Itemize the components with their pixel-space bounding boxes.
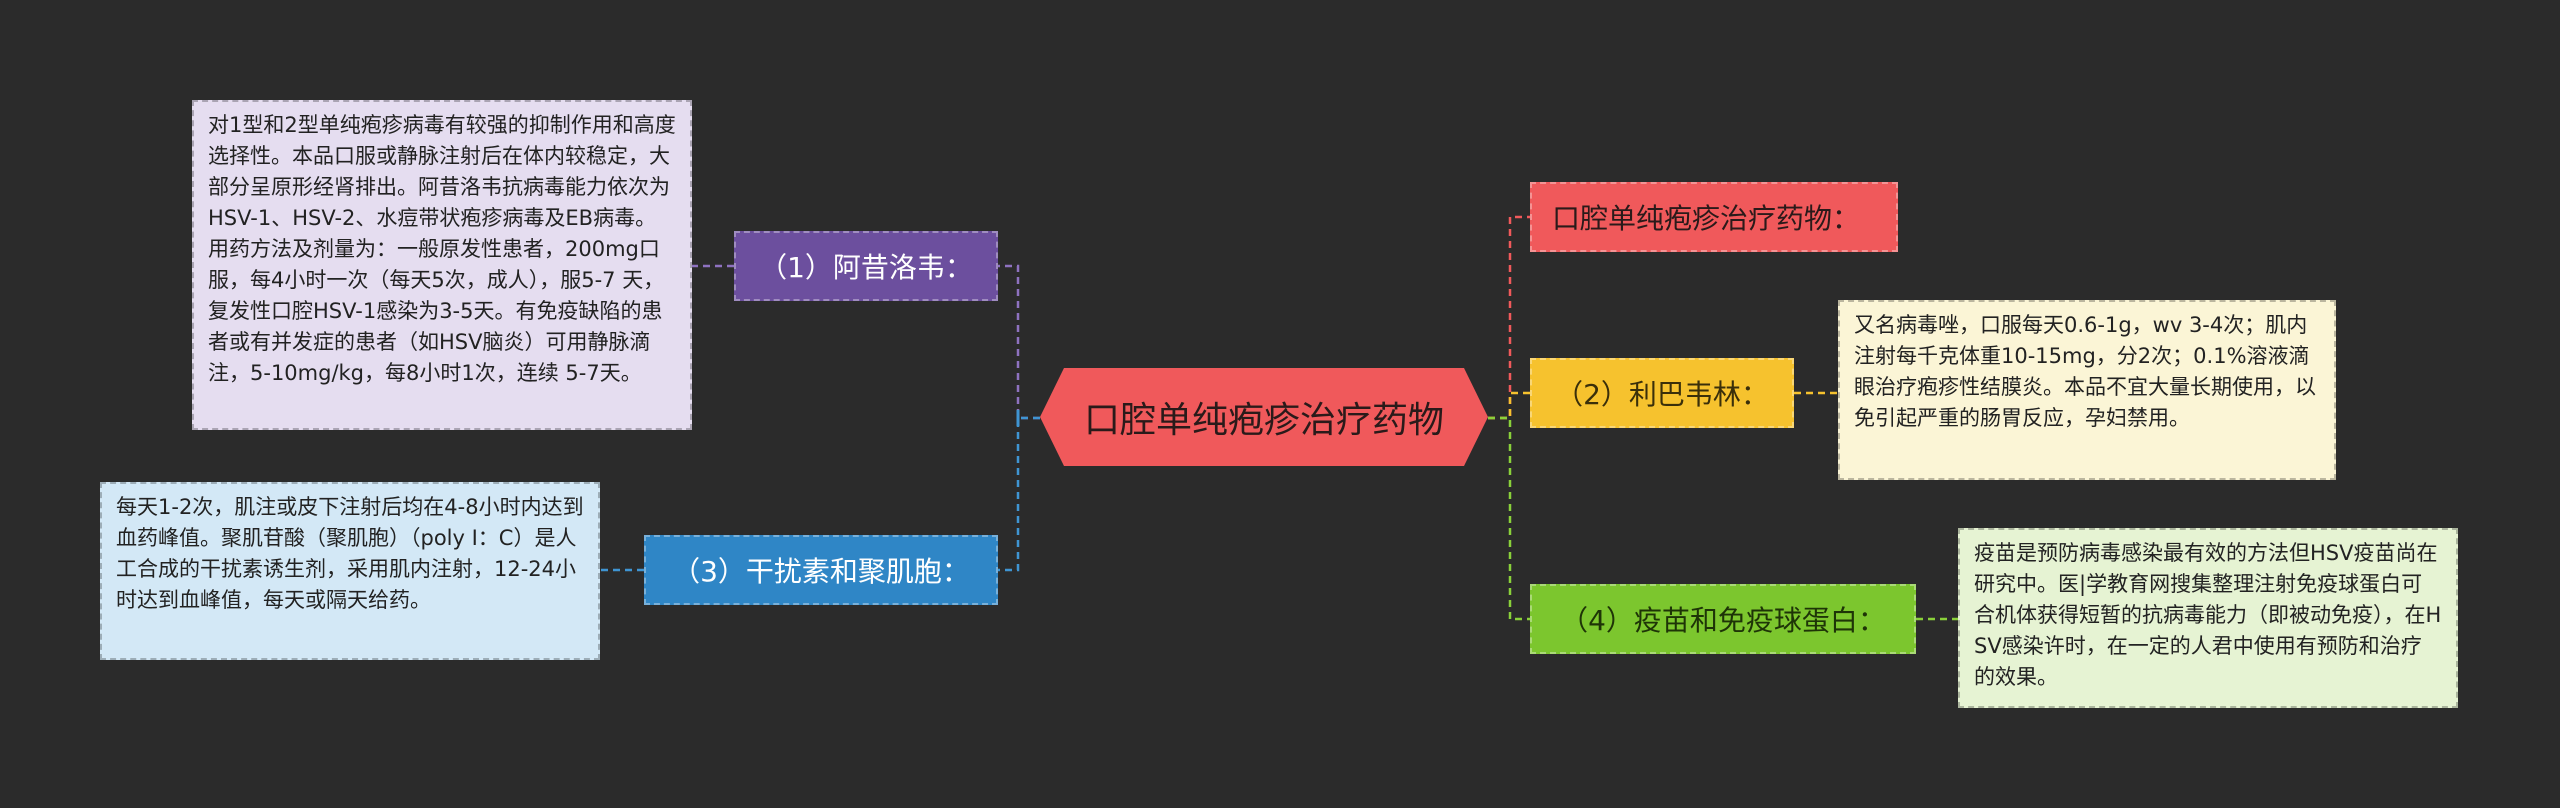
leaf-ribavirin-detail[interactable]: 又名病毒唑，口服每天0.6-1g，wv 3-4次；肌内注射每千克体重10-15m… <box>1838 300 2336 480</box>
leaf-vaccine-detail[interactable]: 疫苗是预防病毒感染最有效的方法但HSV疫苗尚在研究中。医|学教育网搜集整理注射免… <box>1958 528 2458 708</box>
branch-acyclovir-label: （1）阿昔洛韦： <box>759 251 973 284</box>
leaf-acyclovir-text: 对1型和2型单纯疱疹病毒有较强的抑制作用和高度选择性。本品口服或静脉注射后在体内… <box>208 113 676 385</box>
branch-vaccine[interactable]: （4）疫苗和免疫球蛋白： <box>1530 584 1916 654</box>
branch-ribavirin-label: （2）利巴韦林： <box>1555 378 1769 411</box>
leaf-vaccine-text: 疫苗是预防病毒感染最有效的方法但HSV疫苗尚在研究中。医|学教育网搜集整理注射免… <box>1974 541 2442 689</box>
branch-ribavirin[interactable]: （2）利巴韦林： <box>1530 358 1794 428</box>
leaf-acyclovir-detail[interactable]: 对1型和2型单纯疱疹病毒有较强的抑制作用和高度选择性。本品口服或静脉注射后在体内… <box>192 100 692 430</box>
leaf-ribavirin-text: 又名病毒唑，口服每天0.6-1g，wv 3-4次；肌内注射每千克体重10-15m… <box>1854 313 2316 430</box>
branch-vaccine-label: （4）疫苗和免疫球蛋白： <box>1560 604 1886 637</box>
branch-interferon-label: （3）干扰素和聚肌胞： <box>672 555 970 588</box>
branch-title[interactable]: 口腔单纯疱疹治疗药物： <box>1530 182 1898 252</box>
central-topic-label: 口腔单纯疱疹治疗药物 <box>1083 400 1444 441</box>
branch-acyclovir[interactable]: （1）阿昔洛韦： <box>734 231 998 301</box>
branch-interferon[interactable]: （3）干扰素和聚肌胞： <box>644 535 998 605</box>
leaf-interferon-detail[interactable]: 每天1-2次，肌注或皮下注射后均在4-8小时内达到血药峰值。聚肌苷酸（聚肌胞）（… <box>100 482 600 660</box>
leaf-interferon-text: 每天1-2次，肌注或皮下注射后均在4-8小时内达到血药峰值。聚肌苷酸（聚肌胞）（… <box>116 495 584 612</box>
central-topic[interactable]: 口腔单纯疱疹治疗药物 <box>1040 368 1488 466</box>
branch-title-label: 口腔单纯疱疹治疗药物： <box>1552 202 1861 235</box>
